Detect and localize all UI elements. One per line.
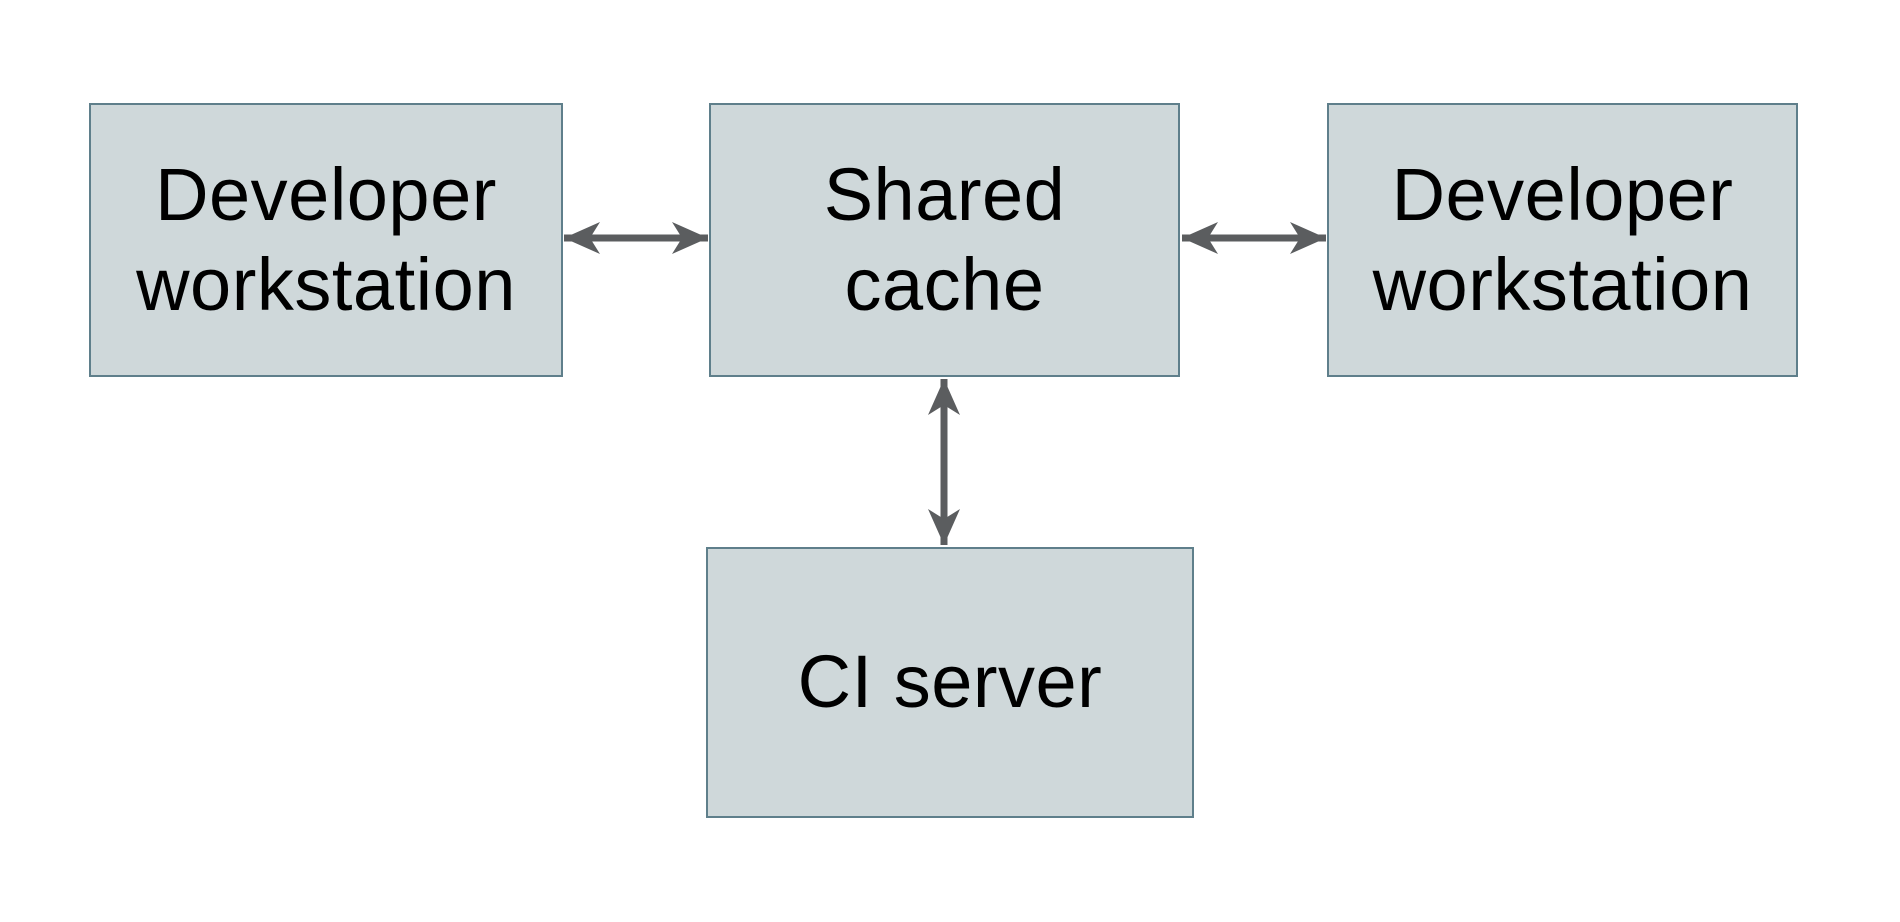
node-label: Developer workstation [136,152,516,326]
node-developer-workstation-left: Developer workstation [89,103,563,377]
node-label: CI server [797,640,1103,724]
node-ci-server: CI server [706,547,1194,818]
node-label: Shared cache [823,152,1066,326]
node-label: Developer workstation [1372,152,1753,326]
node-shared-cache: Shared cache [709,103,1180,377]
node-developer-workstation-right: Developer workstation [1327,103,1798,377]
